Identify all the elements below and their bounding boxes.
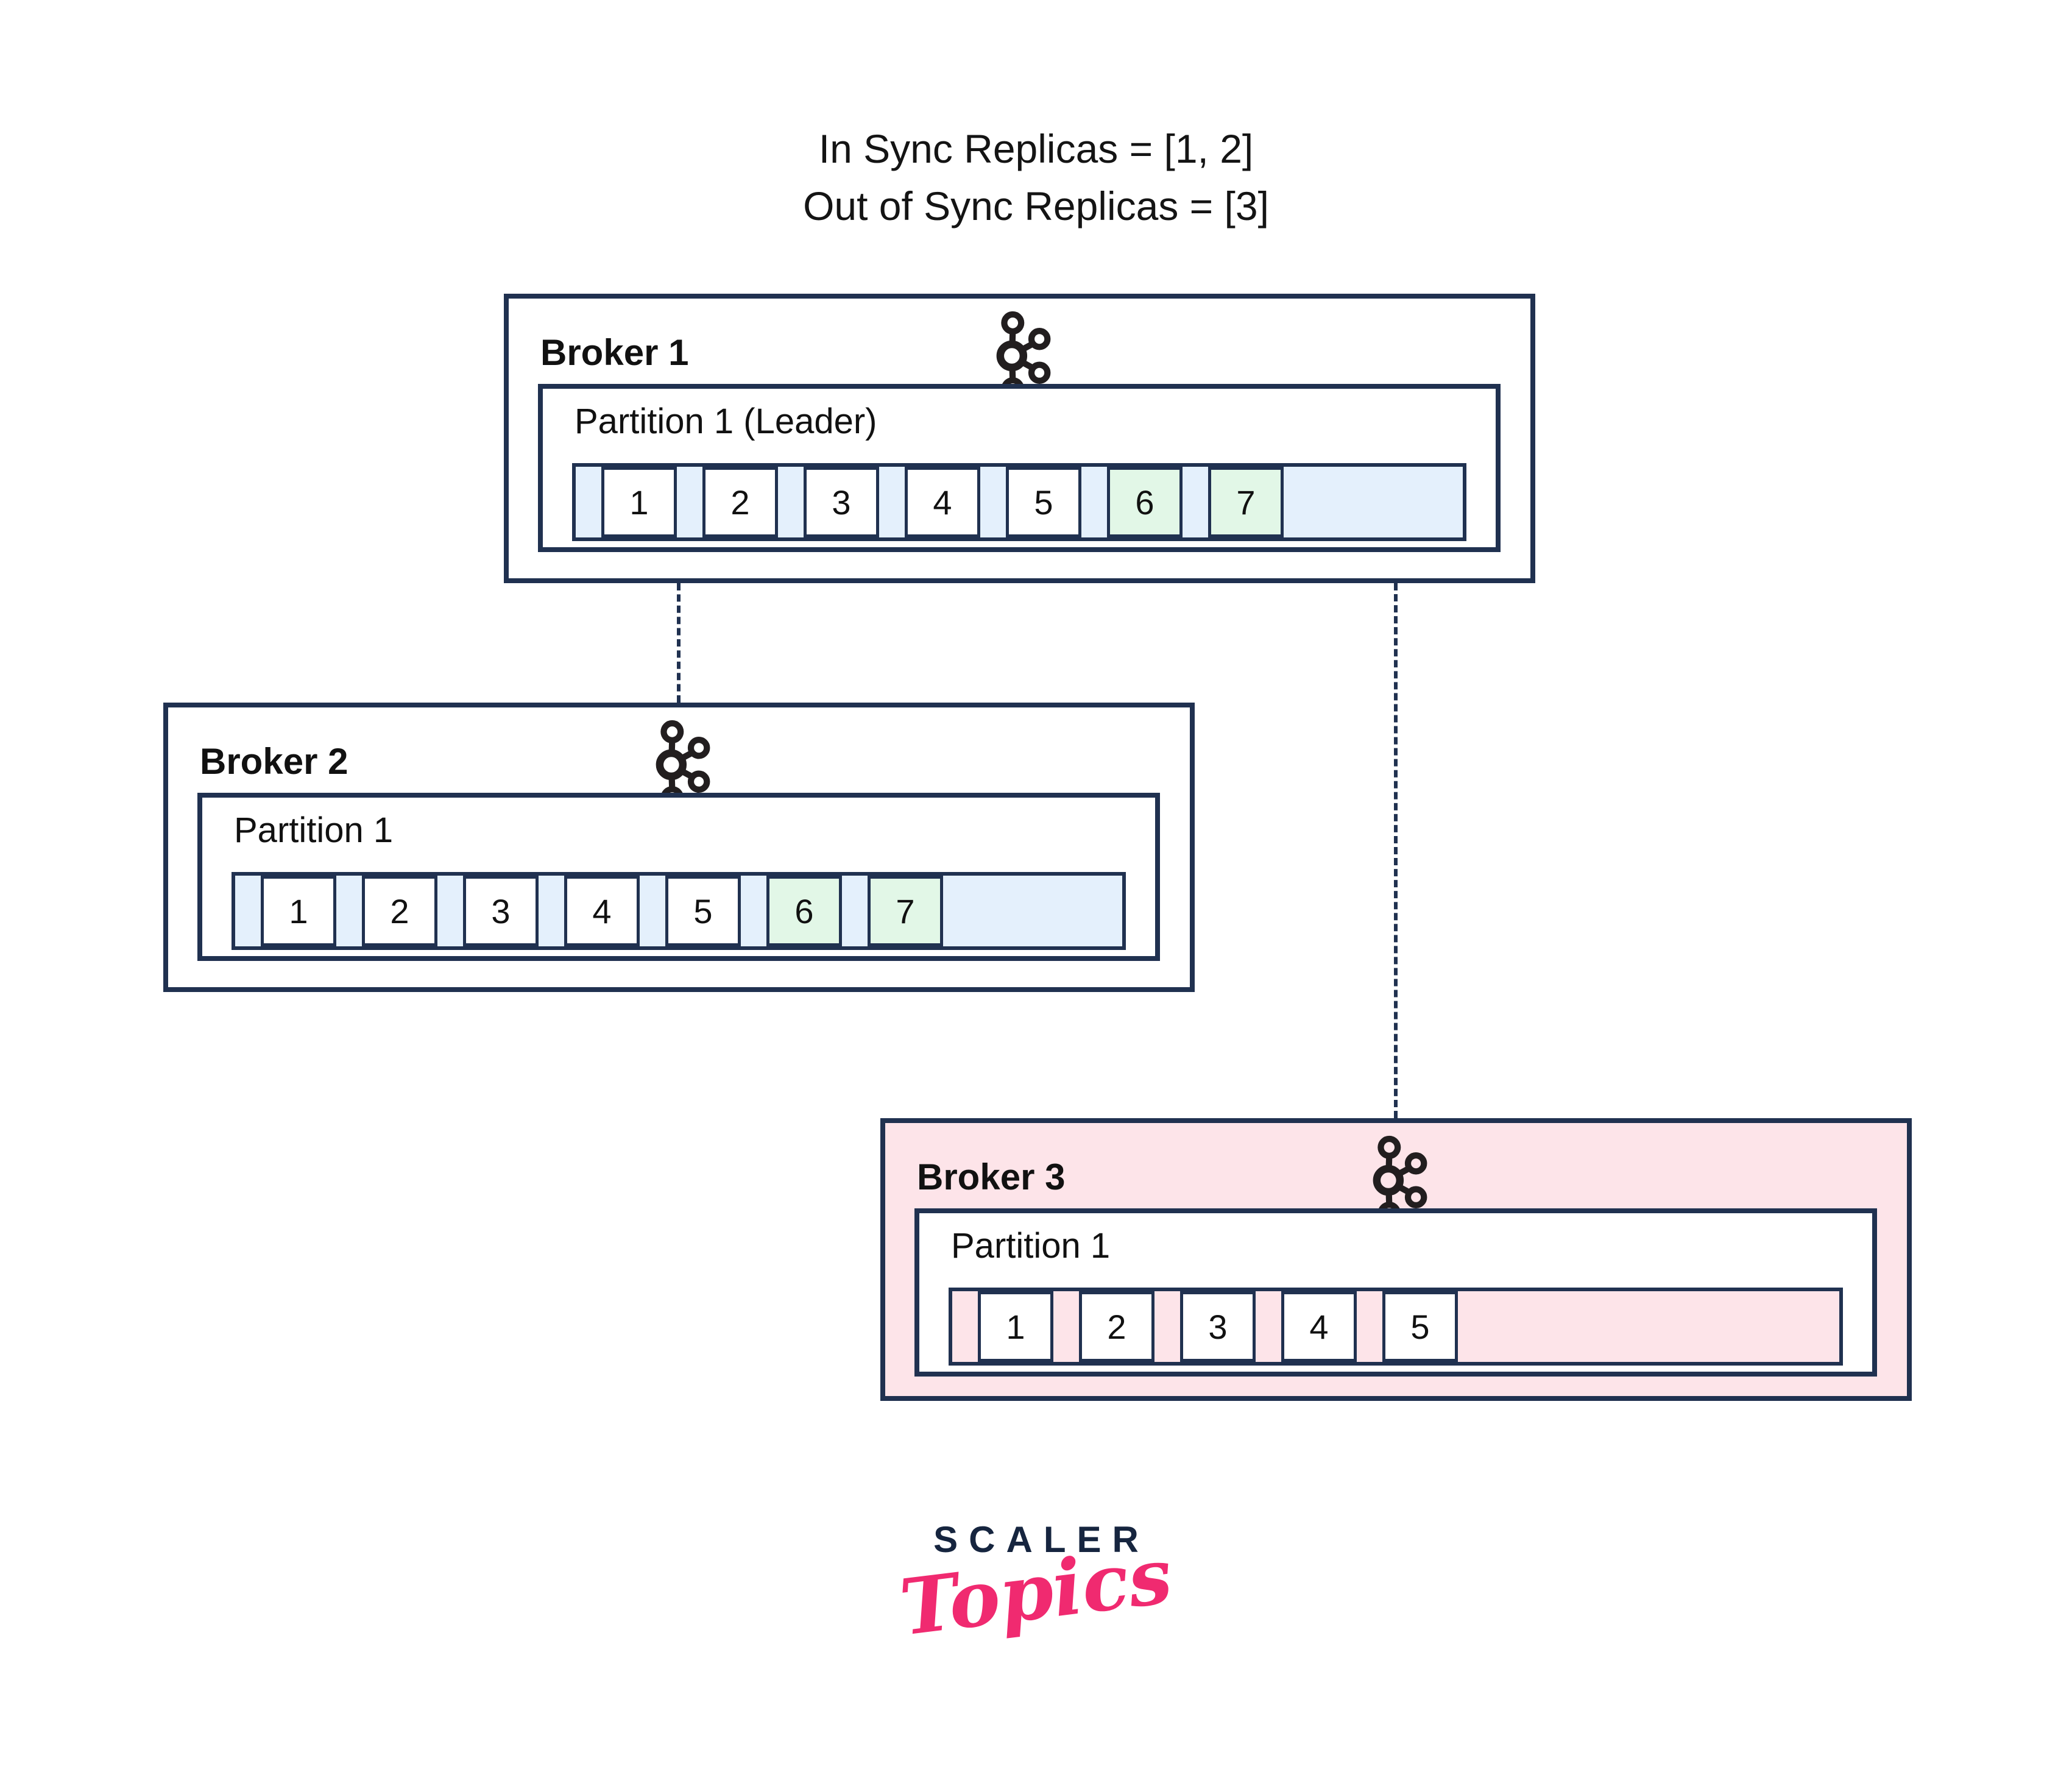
log-gap [1081, 467, 1107, 537]
log-gap [539, 876, 564, 946]
broker-3-partition-box: Partition 1 1 2 3 4 5 [914, 1208, 1877, 1377]
log-gap [677, 467, 702, 537]
log-gap [1183, 467, 1208, 537]
broker-1-label: Broker 1 [540, 332, 689, 373]
log-record: 4 [905, 467, 980, 537]
log-record: 5 [1382, 1291, 1458, 1362]
log-empty-space [943, 876, 1122, 946]
log-record: 3 [1180, 1291, 1256, 1362]
log-gap [437, 876, 463, 946]
broker-2-partition-box: Partition 1 1 2 3 4 5 6 7 [197, 793, 1160, 961]
broker-3-partition-log: 1 2 3 4 5 [949, 1288, 1843, 1366]
broker-2-partition-label: Partition 1 [234, 810, 394, 850]
log-gap [741, 876, 766, 946]
log-empty-space [1284, 467, 1463, 537]
log-gap [1053, 1291, 1079, 1362]
log-gap [980, 467, 1006, 537]
log-record: 2 [702, 467, 778, 537]
in-sync-replicas-line: In Sync Replicas = [1, 2] [818, 126, 1254, 171]
log-record-new: 7 [1208, 467, 1284, 537]
log-gap [640, 876, 665, 946]
log-record: 3 [804, 467, 879, 537]
log-gap [952, 1291, 978, 1362]
broker-1-partition-label: Partition 1 (Leader) [575, 402, 877, 441]
log-record: 4 [1281, 1291, 1357, 1362]
log-gap [1357, 1291, 1382, 1362]
log-record: 2 [362, 876, 437, 946]
broker-2-box: Broker 2 Partition 1 1 2 3 [163, 703, 1195, 992]
log-record: 1 [978, 1291, 1053, 1362]
kafka-icon [996, 311, 1050, 401]
scaler-wordmark: SCALER [933, 1519, 1150, 1560]
broker-1-partition-log: 1 2 3 4 5 6 7 [572, 463, 1466, 541]
log-gap [1154, 1291, 1180, 1362]
log-record: 5 [1006, 467, 1081, 537]
log-gap [576, 467, 601, 537]
log-record: 1 [261, 876, 336, 946]
broker-1-partition-box: Partition 1 (Leader) 1 2 3 4 5 6 7 [538, 384, 1501, 552]
log-gap [336, 876, 362, 946]
diagram-title: In Sync Replicas = [1, 2] Out of Sync Re… [0, 121, 2072, 235]
log-gap [842, 876, 868, 946]
scaler-topics-logo: SCALER Topics [0, 1519, 2072, 1653]
replication-link-broker1-broker3 [1394, 583, 1398, 1118]
log-record: 5 [665, 876, 741, 946]
broker-2-partition-log: 1 2 3 4 5 6 7 [232, 872, 1126, 950]
log-empty-space [1458, 1291, 1839, 1362]
log-gap [879, 467, 905, 537]
broker-3-box: Broker 3 Partition 1 1 2 3 [880, 1118, 1912, 1401]
log-gap [1256, 1291, 1281, 1362]
replication-link-broker1-broker2 [677, 583, 681, 703]
log-gap [235, 876, 261, 946]
log-record-new: 6 [766, 876, 842, 946]
log-record-new: 7 [868, 876, 943, 946]
log-record: 1 [601, 467, 677, 537]
log-record: 3 [463, 876, 539, 946]
log-gap [778, 467, 804, 537]
broker-1-box: Broker 1 Partition 1 (Leader) 1 2 [504, 294, 1535, 583]
out-of-sync-replicas-line: Out of Sync Replicas = [3] [803, 183, 1269, 229]
log-record-new: 6 [1107, 467, 1183, 537]
broker-3-partition-label: Partition 1 [951, 1226, 1111, 1266]
log-record: 2 [1079, 1291, 1154, 1362]
broker-3-label: Broker 3 [917, 1157, 1066, 1197]
broker-2-label: Broker 2 [200, 741, 348, 782]
log-record: 4 [564, 876, 640, 946]
